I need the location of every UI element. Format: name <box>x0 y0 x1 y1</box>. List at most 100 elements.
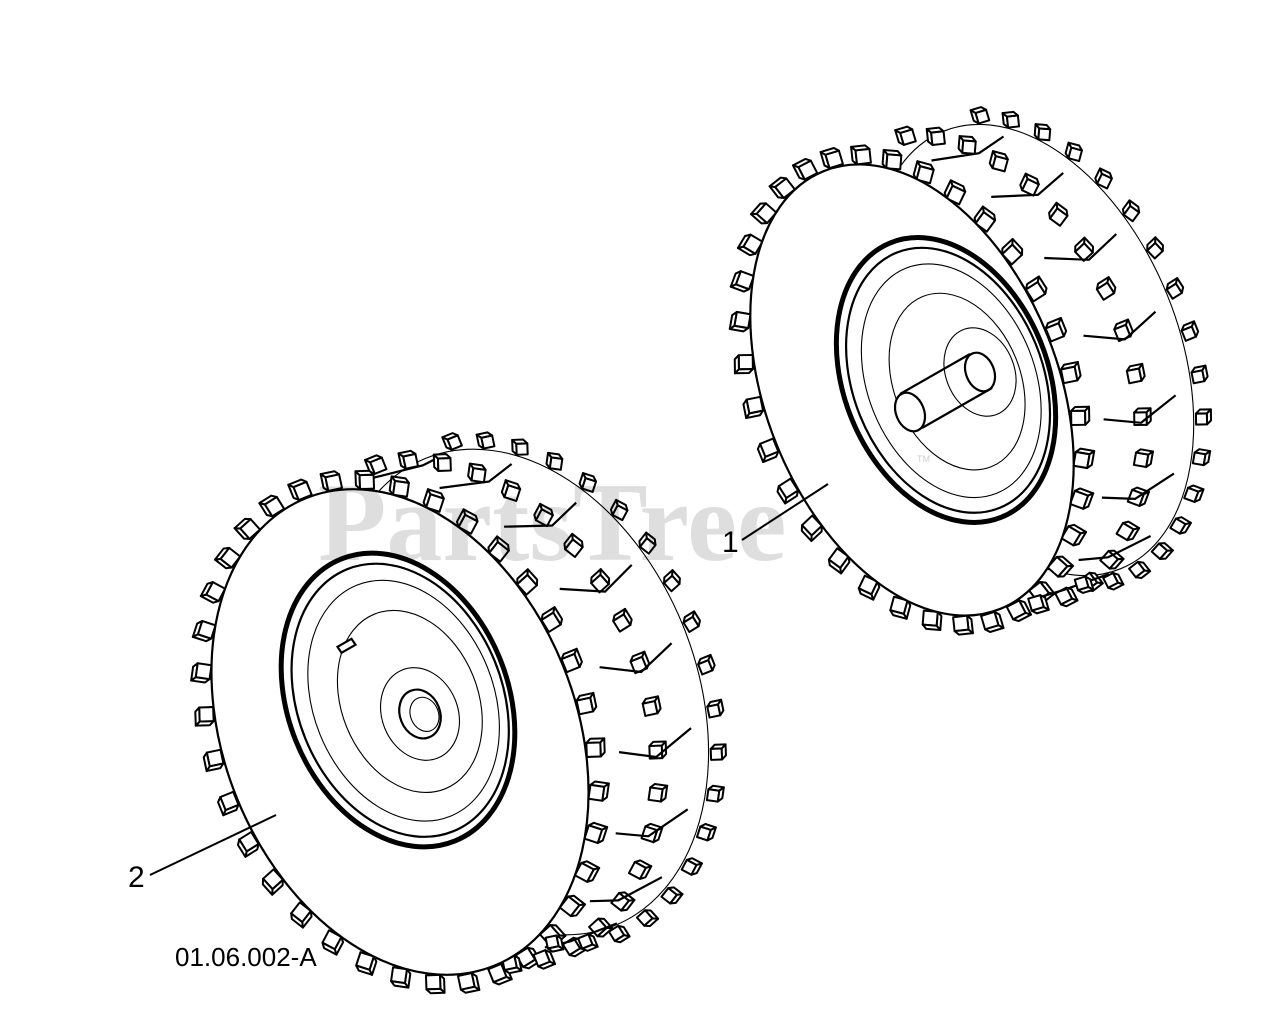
leader-line-1 <box>741 483 829 541</box>
tread-lug <box>682 610 701 633</box>
tread-lug <box>544 934 565 953</box>
lug-front <box>709 747 724 761</box>
tread-lug <box>912 160 935 185</box>
rim-ring <box>290 562 510 838</box>
tread-lug <box>1069 487 1095 510</box>
lug-side <box>827 558 843 575</box>
tread-lug <box>190 662 213 684</box>
lug-side <box>690 862 703 876</box>
lug-side <box>1190 320 1200 338</box>
tread-lug <box>456 972 481 994</box>
tread-lug <box>881 148 903 171</box>
tread-lug <box>1046 555 1075 578</box>
tread-lug <box>1073 575 1095 594</box>
lug-side <box>1055 201 1069 217</box>
tread-lug <box>1146 236 1164 260</box>
tread-lug <box>709 743 727 761</box>
lug-side <box>1076 586 1095 594</box>
tread-lug <box>1125 362 1146 385</box>
tread-lug <box>475 431 496 450</box>
lug-side <box>1158 549 1174 560</box>
tread-lug <box>943 179 967 206</box>
tread-lug <box>1183 484 1205 503</box>
tread-lug <box>1059 360 1082 385</box>
lug-side <box>236 838 248 858</box>
tread-lug <box>563 532 584 558</box>
lug-side <box>894 125 914 134</box>
tread-lug <box>980 610 1005 633</box>
tread-lug <box>889 595 912 620</box>
lug-side <box>1205 408 1213 426</box>
lug-side <box>882 148 903 157</box>
lug-front <box>585 741 602 758</box>
tread-chevron <box>589 876 663 903</box>
lug-front <box>1194 412 1209 426</box>
lug-side <box>582 472 598 483</box>
lug-side <box>190 662 199 682</box>
lug-side <box>290 912 304 929</box>
hub-boss <box>379 667 461 761</box>
tread-lug <box>390 966 412 989</box>
tire-sidewall <box>210 488 590 976</box>
lug-side <box>1106 276 1117 295</box>
tread-lug <box>1074 236 1095 262</box>
tread-lug <box>500 479 522 502</box>
lug-side <box>1086 450 1096 470</box>
lug-front <box>921 609 939 627</box>
lug-side <box>599 737 606 758</box>
lug-side <box>586 866 601 883</box>
tread-chevron <box>559 564 633 593</box>
tread-lug <box>749 202 778 225</box>
lug-side <box>261 877 274 896</box>
lug-side <box>526 568 539 587</box>
wheel-assembly-2 <box>190 431 727 995</box>
lug-side <box>1193 488 1205 503</box>
lug-side <box>1201 364 1209 383</box>
rim-ring <box>860 263 1042 499</box>
lug-side <box>1174 277 1185 294</box>
tire-sidewall <box>749 163 1075 617</box>
tread-lug <box>1150 542 1174 560</box>
lug-side <box>742 398 751 420</box>
tread-lug <box>590 568 611 594</box>
tread-lug <box>957 135 977 155</box>
lug-side <box>475 431 494 439</box>
lug-side <box>1036 275 1048 295</box>
lug-side <box>258 494 278 506</box>
tread-lug <box>587 780 610 802</box>
lug-side <box>958 135 977 143</box>
tread-lug <box>422 488 445 513</box>
tread-lug <box>663 569 681 593</box>
lug-side <box>194 706 201 727</box>
rim-ring <box>307 579 500 822</box>
lug-side <box>441 432 459 441</box>
lug-side <box>1024 172 1040 186</box>
lug-side <box>354 469 375 477</box>
lug-side <box>217 796 227 817</box>
lug-side <box>706 826 717 842</box>
tread-lug <box>1128 560 1152 580</box>
tread-lug <box>354 469 376 491</box>
rim-flange <box>278 550 518 850</box>
tread-lug <box>577 933 599 952</box>
lug-side <box>733 354 740 375</box>
lug-side <box>720 743 727 761</box>
valve-stem <box>335 637 358 655</box>
lug-side <box>1084 405 1091 426</box>
axle-end <box>893 391 927 433</box>
lug-side <box>213 546 231 561</box>
lug-side <box>492 975 513 986</box>
lug-side <box>319 470 341 479</box>
lug-side <box>569 903 587 918</box>
lug-side <box>596 926 614 938</box>
lug-side <box>1145 450 1154 469</box>
tread-lug <box>1194 408 1213 426</box>
lug-front <box>198 706 215 723</box>
lug-side <box>819 147 840 156</box>
tread-lug <box>578 472 598 493</box>
lug-side <box>321 941 338 956</box>
lug-side <box>889 609 908 620</box>
lug-side <box>459 985 481 994</box>
lug-side <box>613 934 631 944</box>
tread-lug <box>1190 364 1209 385</box>
